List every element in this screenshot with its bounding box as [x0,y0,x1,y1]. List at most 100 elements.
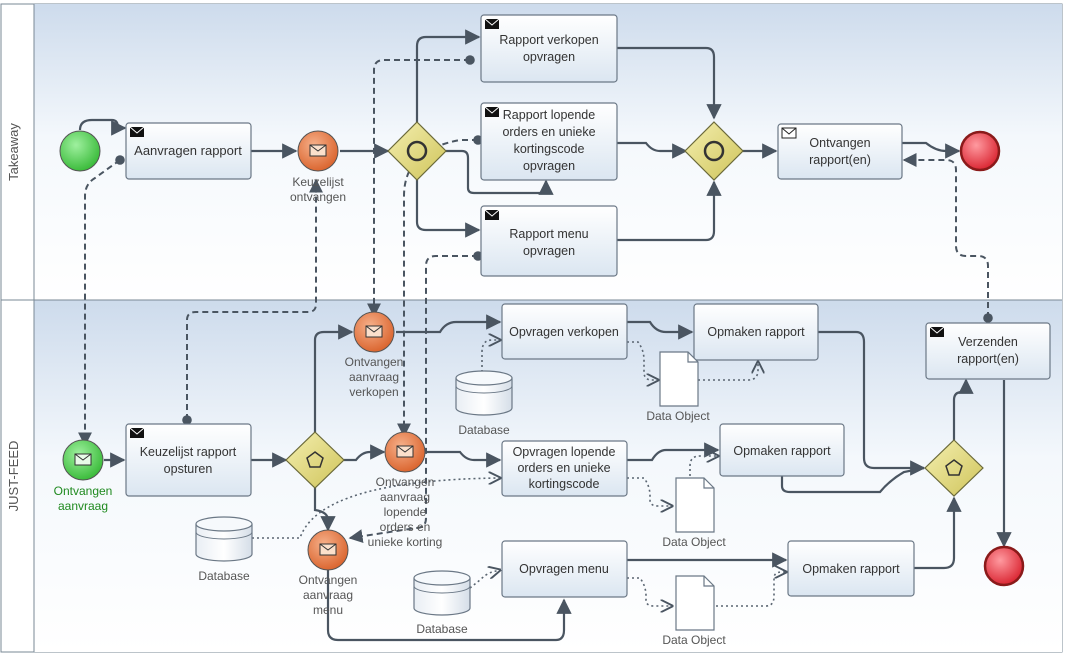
event-keuzelijst-ontvangen[interactable]: Keuzelijst ontvangen [290,130,346,204]
start-event-takeaway[interactable] [59,130,101,172]
data-object-1[interactable]: Data Object [646,351,710,423]
envelope-icon [319,543,337,556]
database-sales[interactable]: Database [455,370,513,437]
lane-label-justfeed: JUST-FEED [6,441,21,512]
event-label-line4: orders en [380,520,431,534]
envelope-icon [74,453,92,466]
start-event-justfeed[interactable]: Ontvangen aanvraag [54,439,113,513]
flow-gateway-to-sales [415,29,481,122]
msg-send-to-receive [902,153,993,323]
task-opmaken-rapport-1[interactable]: Opmaken rapport [693,303,819,361]
database-label: Database [198,569,250,583]
task-label: Opmaken rapport [802,562,900,576]
task-opvragen-verkopen[interactable]: Opvragen verkopen [501,303,628,360]
task-label-line2: rapport(en) [957,352,1019,366]
database-label: Database [458,423,510,437]
task-label-line2: opvragen [523,50,575,64]
envelope-icon [365,325,383,338]
gateway-split-takeaway[interactable] [387,121,447,181]
task-label-line1: Opvragen lopende [513,445,616,459]
task-ontvangen-rapporten[interactable]: Ontvangen rapport(en) [777,123,903,180]
envelope-filled-icon [484,209,500,220]
data-object-label: Data Object [662,535,726,549]
assoc-data-to-format2 [689,456,718,476]
task-opvragen-lopende-orders[interactable]: Opvragen lopende orders en unieke kortin… [501,440,628,497]
event-label-line3: menu [313,603,343,617]
end-event-takeaway[interactable] [959,130,1001,172]
event-label-line2: aanvraag [380,490,430,504]
flow-query-orders-to-format2 [627,442,720,462]
assoc-db3-to-query-menu [469,570,500,589]
event-label-line3: lopende [384,505,427,519]
task-label: Opvragen menu [519,562,609,576]
task-label-line3: kortingscode [514,142,585,156]
gateway-join-justfeed[interactable] [924,439,984,497]
event-gateway-pentagon-icon [945,459,963,476]
flow-gw-to-event-menu [313,488,336,532]
flow-menu-to-join [617,180,722,242]
flow-event-menu-to-query [326,570,572,642]
event-label-line1: Ontvangen [376,475,435,489]
event-ontvangen-menu[interactable]: Ontvangen aanvraag menu [299,529,358,617]
task-aanvragen-rapport[interactable]: Aanvragen rapport [125,122,252,180]
flow-start-to-request [78,118,127,136]
task-rapport-verkopen[interactable]: Rapport verkopen opvragen [480,14,618,83]
task-label: Aanvragen rapport [134,143,242,158]
assoc-data-to-format1 [698,362,758,381]
event-label-line5: unieke korting [368,535,443,549]
assoc-db2-to-query-orders [252,478,500,539]
database-menu[interactable]: Database [413,570,471,636]
event-ontvangen-lopende-orders[interactable]: Ontvangen aanvraag lopende orders en uni… [368,431,443,549]
gateway-join-takeaway[interactable] [684,121,744,181]
data-object-3[interactable]: Data Object [662,575,726,647]
flow-orders-to-join [617,141,688,159]
database-orders[interactable]: Database [195,516,253,583]
event-label-line2: aanvraag [303,588,353,602]
flow-query-sales-to-format1 [627,320,694,340]
database-label: Database [416,622,468,636]
envelope-outline-icon [781,127,797,139]
task-label-line1: Keuzelijst rapport [140,445,237,459]
envelope-filled-icon [484,106,500,117]
flow-format3-to-join [914,496,962,570]
envelope-filled-icon [929,326,945,337]
msg-sales-to-jf [367,55,475,318]
task-rapport-menu[interactable]: Rapport menu opvragen [480,205,618,277]
msg-list-to-received [182,178,323,425]
task-opvragen-menu[interactable]: Opvragen menu [501,540,628,598]
inclusive-gateway-icon [406,140,428,162]
event-label-line2: ontvangen [290,190,346,204]
task-label-line2: opsturen [164,462,213,476]
envelope-filled-icon [129,126,145,137]
data-associations [252,340,786,606]
assoc-query-orders-to-data [627,477,672,506]
event-label-line1: Ontvangen [345,355,404,369]
task-label-line1: Rapport lopende [503,108,595,122]
flow-receive-to-end [902,141,961,159]
task-label-line4: opvragen [523,159,575,173]
task-label-line3: kortingscode [529,477,600,491]
task-label-line2: opvragen [523,244,575,258]
assoc-query-sales-to-data [627,341,658,380]
gateway-split-justfeed[interactable] [285,431,345,489]
task-verzenden-rapporten[interactable]: Verzenden rapport(en) [925,322,1051,380]
task-rapport-lopende-orders[interactable]: Rapport lopende orders en unieke korting… [480,102,618,181]
task-keuzelijst-opsturen[interactable]: Keuzelijst rapport opsturen [125,423,252,497]
task-label-line2: orders en unieke [502,125,595,139]
event-label-line2: aanvraag [349,370,399,384]
task-opmaken-rapport-2[interactable]: Opmaken rapport [719,423,845,477]
assoc-db1-to-query-sales [481,340,500,372]
lane-label-takeaway: Takeaway [6,123,21,181]
task-opmaken-rapport-3[interactable]: Opmaken rapport [787,540,915,597]
end-event-justfeed[interactable] [983,545,1025,587]
task-label-line1: Rapport menu [509,227,588,241]
envelope-filled-icon [484,18,500,29]
envelope-filled-icon [129,427,145,438]
event-ontvangen-verkopen[interactable]: Ontvangen aanvraag verkopen [345,311,404,399]
data-object-2[interactable]: Data Object [662,477,726,549]
msg-request-to-jf-start [78,155,125,447]
event-label-line3: verkopen [349,385,398,399]
task-label-line1: Rapport verkopen [499,33,598,47]
